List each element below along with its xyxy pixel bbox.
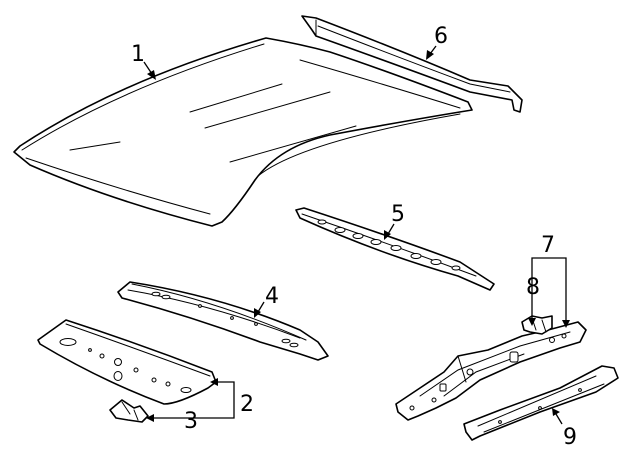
leader-4 <box>254 301 265 318</box>
callout-1: 1 <box>131 42 145 67</box>
leader-2 <box>146 378 235 422</box>
side-rail-outer <box>463 365 619 441</box>
clip <box>521 315 553 335</box>
callout-9: 9 <box>563 425 577 450</box>
callout-7: 7 <box>541 233 555 258</box>
leader-6 <box>426 45 437 60</box>
callout-4: 4 <box>265 284 279 309</box>
roof-bow-center <box>295 207 495 291</box>
roof-panel <box>13 37 473 227</box>
callout-3: 3 <box>184 409 198 434</box>
rear-header-rail <box>301 15 523 113</box>
callout-5: 5 <box>391 202 405 227</box>
callout-8: 8 <box>526 275 540 300</box>
leader-1 <box>143 61 156 80</box>
windshield-header <box>37 319 217 405</box>
leader-9 <box>552 408 563 425</box>
side-rail-inner <box>395 321 587 421</box>
callout-6: 6 <box>434 24 448 49</box>
leader-7 <box>528 257 570 328</box>
callout-2: 2 <box>240 392 254 417</box>
front-header-panel <box>117 281 329 361</box>
leader-5 <box>384 223 395 240</box>
bracket <box>109 399 149 423</box>
